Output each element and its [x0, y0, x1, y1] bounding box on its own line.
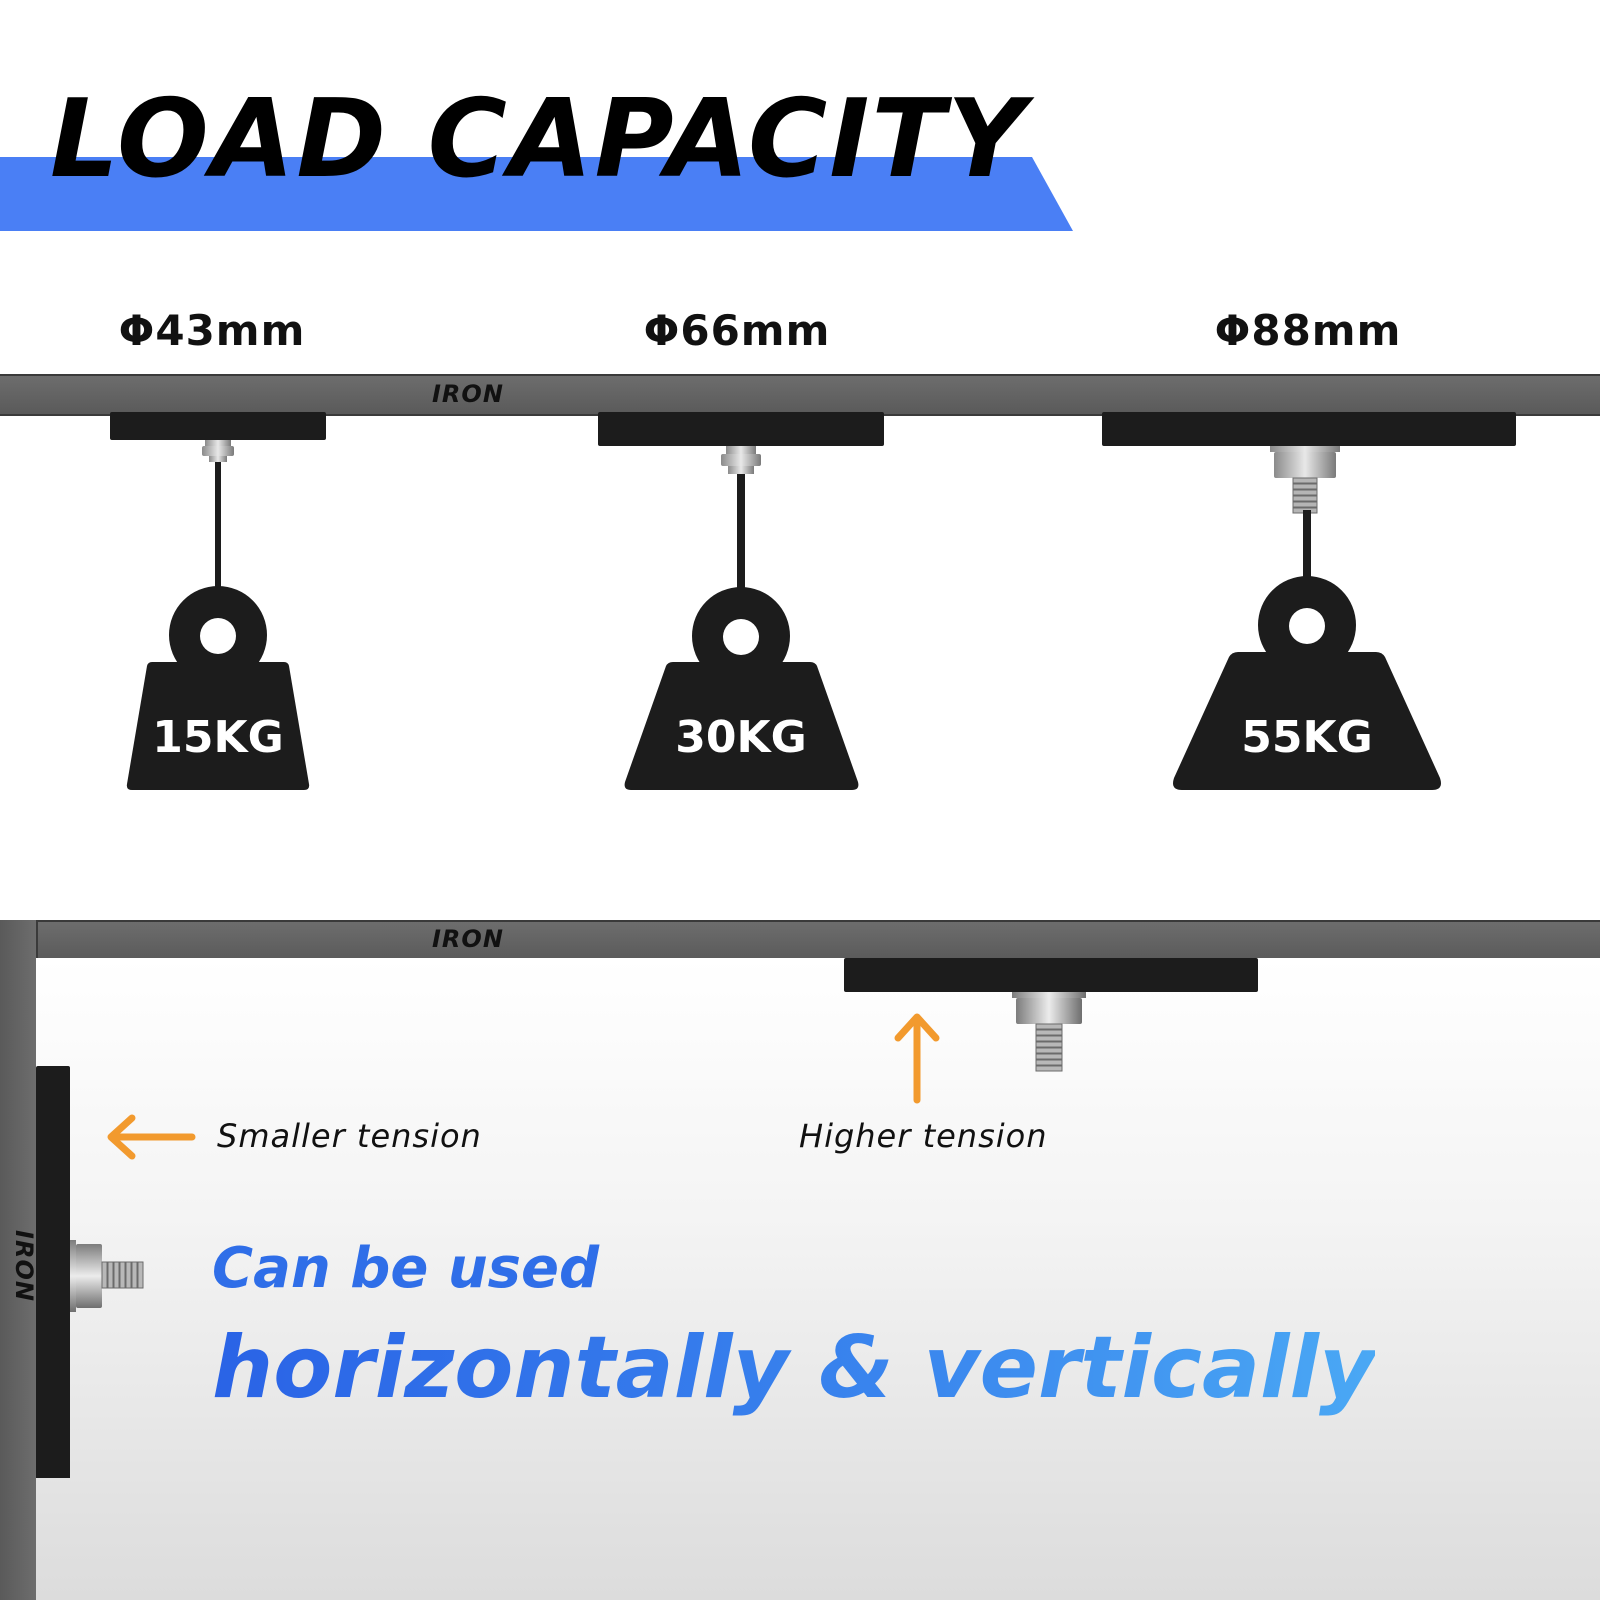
- iron-label-ceiling: IRON: [432, 925, 504, 953]
- hanging-weights-illustration: [110, 412, 1516, 790]
- iron-surface-ceiling: [0, 920, 1600, 962]
- load-label-large: 55KG: [1241, 712, 1373, 763]
- iron-surface-top: [0, 374, 1600, 416]
- arrow-left-icon: [107, 1114, 196, 1160]
- bolt-icon: [70, 1240, 144, 1312]
- weight-icon: [624, 587, 859, 790]
- magnet-ceiling: [844, 958, 1258, 992]
- magnet-small: [110, 412, 326, 440]
- load-label-medium: 30KG: [675, 712, 807, 763]
- diameter-label-medium: Φ66mm: [643, 306, 831, 355]
- magnet-medium: [598, 412, 884, 446]
- load-label-small: 15KG: [152, 712, 284, 763]
- weight-icon: [126, 586, 310, 790]
- bolt-icon: [721, 446, 761, 474]
- caption-smaller-tension: Smaller tension: [217, 1117, 482, 1155]
- magnet-wall: [36, 1066, 70, 1478]
- diameter-label-small: Φ43mm: [118, 306, 306, 355]
- bolt-icon: [1270, 446, 1340, 514]
- caption-higher-tension: Higher tension: [799, 1117, 1048, 1155]
- magnet-large: [1102, 412, 1516, 446]
- diameter-label-large: Φ88mm: [1214, 306, 1402, 355]
- bolt-icon: [1012, 992, 1086, 1072]
- usage-line-2: horizontally & vertically: [212, 1318, 1376, 1418]
- bolt-icon: [202, 440, 234, 462]
- mounting-illustration: [36, 958, 1258, 1478]
- usage-line-1: Can be used: [212, 1236, 600, 1301]
- weight-icon: [1173, 576, 1441, 790]
- iron-label-top: IRON: [432, 380, 504, 408]
- title-accent-bar: [0, 157, 1073, 231]
- usage-panel: [36, 958, 1600, 1600]
- page-title: LOAD CAPACITY: [50, 77, 1028, 202]
- arrow-up-icon: [894, 1013, 940, 1104]
